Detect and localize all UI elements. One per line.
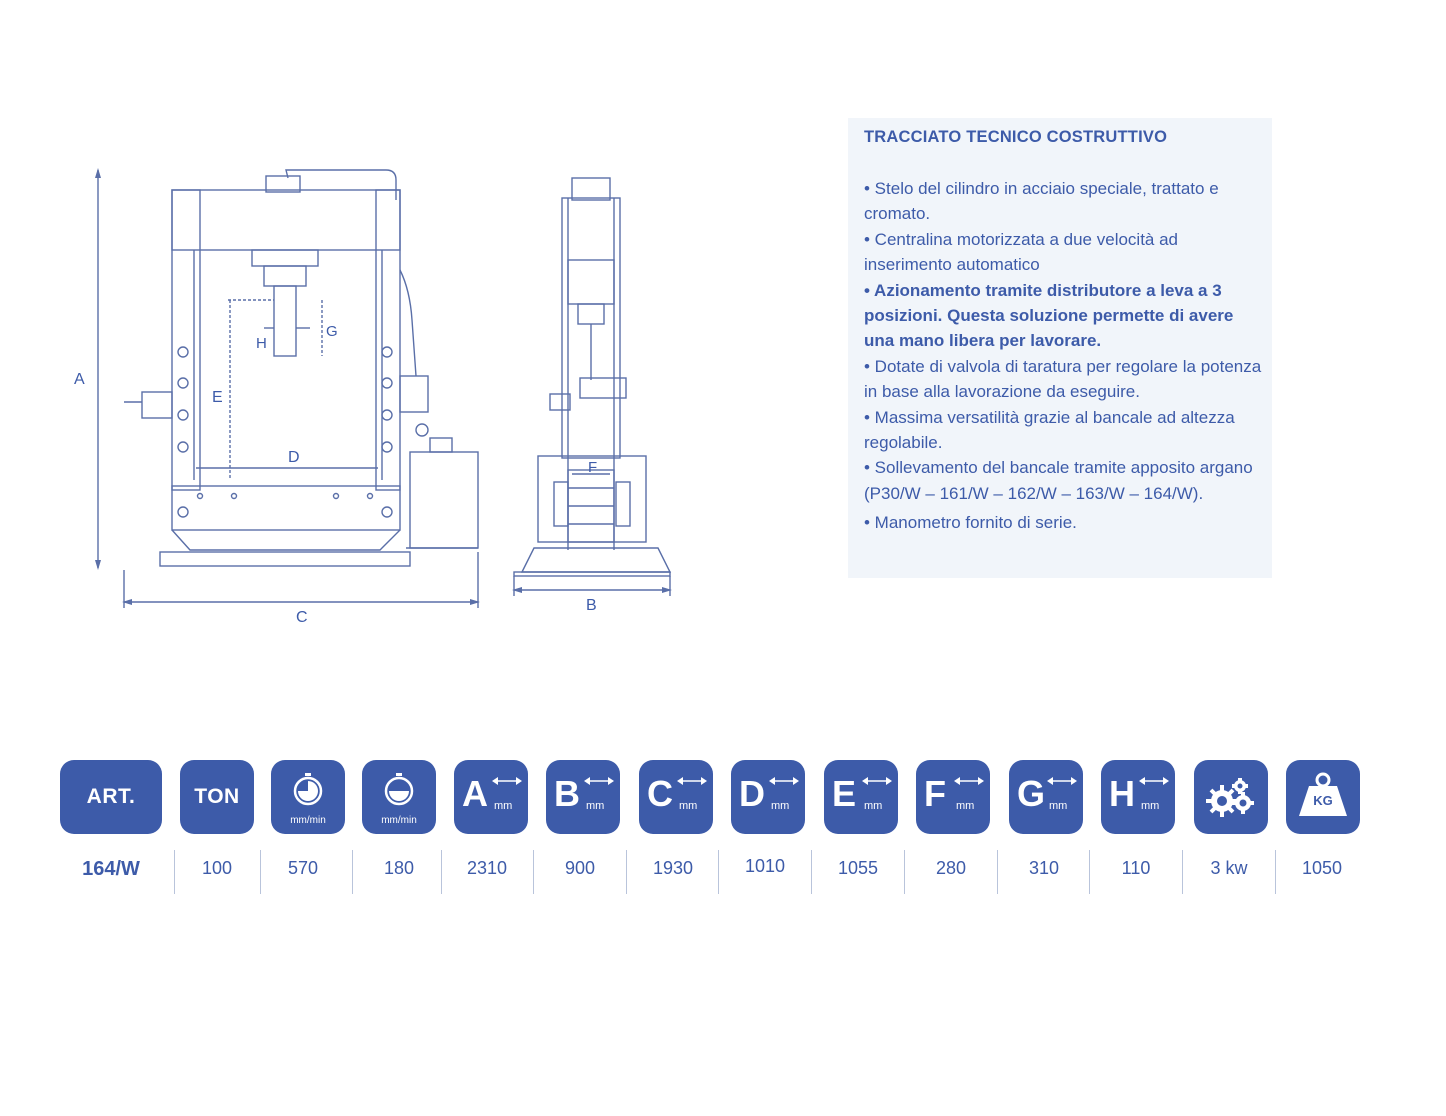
value-power: 3 kw <box>1210 858 1248 878</box>
header-dim-B: B mm <box>546 760 620 834</box>
label-H: H <box>256 335 267 352</box>
dim-letter: A <box>462 773 488 814</box>
weight-icon: KG <box>1286 760 1360 834</box>
dim-letter: B <box>554 773 580 814</box>
spec-item: • Centralina motorizzata a due velocità … <box>864 229 1179 275</box>
double-arrow-icon <box>862 777 892 785</box>
label-B: B <box>586 597 597 614</box>
technical-drawing: A E H G D <box>60 150 700 630</box>
dim-letter: G <box>1017 773 1046 814</box>
speed-unit: mm/min <box>381 815 417 826</box>
speed-unit: mm/min <box>290 815 326 826</box>
spec-item: • Azionamento tramite distributore a lev… <box>864 280 1234 351</box>
header-dim-E: E mm <box>824 760 898 834</box>
label-F: F <box>588 459 597 476</box>
value-speed-slow: 180 <box>383 858 415 878</box>
header-dim-G: G mm <box>1009 760 1083 834</box>
double-arrow-icon <box>1047 777 1077 785</box>
value-E: 1055 <box>837 858 879 878</box>
header-dim-D: D mm <box>731 760 805 834</box>
dim-unit: mm <box>494 800 513 812</box>
spec-title: TRACCIATO TECNICO COSTRUTTIVO <box>864 128 1168 146</box>
value-H: 110 <box>1121 858 1151 878</box>
divider <box>174 850 175 894</box>
label-D: D <box>288 449 300 466</box>
header-ton-label: TON <box>194 785 240 808</box>
divider <box>260 850 261 894</box>
value-speed-fast: 570 <box>287 858 319 878</box>
dim-unit: mm <box>956 800 975 812</box>
dim-unit: mm <box>586 800 605 812</box>
header-art-label: ART. <box>86 785 136 808</box>
header-dim-A: A mm <box>454 760 528 834</box>
spec-item: • Stelo del cilindro in acciaio speciale… <box>864 179 1219 224</box>
header-ton: TON <box>180 760 254 834</box>
divider <box>904 850 905 894</box>
label-E: E <box>212 389 223 406</box>
spec-item: • Manometro fornito di serie. <box>864 513 1077 533</box>
dim-unit: mm <box>1141 800 1160 812</box>
spec-header-row: ART. TON mm/min mm/min A mm B mm C mm D <box>60 760 1370 834</box>
divider <box>533 850 534 894</box>
spec-list: • Stelo del cilindro in acciaio speciale… <box>864 176 1264 536</box>
stopwatch-fast-icon: mm/min <box>271 760 345 834</box>
value-G: 310 <box>1028 858 1060 878</box>
technical-spec-panel: TRACCIATO TECNICO COSTRUTTIVO • Stelo de… <box>848 118 1272 578</box>
label-A: A <box>74 371 85 388</box>
stopwatch-slow-icon: mm/min <box>362 760 436 834</box>
header-dim-F: F mm <box>916 760 990 834</box>
dim-letter: H <box>1109 773 1135 814</box>
spec-item: • Dotate di valvola di taratura per rego… <box>864 356 1262 402</box>
dim-unit: mm <box>771 800 790 812</box>
divider <box>352 850 353 894</box>
value-C: 1930 <box>652 858 694 878</box>
divider <box>997 850 998 894</box>
divider <box>626 850 627 894</box>
dim-unit: mm <box>679 800 698 812</box>
double-arrow-icon <box>677 777 707 785</box>
double-arrow-icon <box>954 777 984 785</box>
divider <box>718 850 719 894</box>
dim-letter: F <box>924 773 946 814</box>
header-art: ART. <box>60 760 162 834</box>
dim-letter: D <box>739 773 765 814</box>
dim-letter: E <box>832 773 857 814</box>
spec-item: • Massima versatilità grazie al bancale … <box>864 407 1235 453</box>
spec-values-row: 164/W 100 570 180 2310 900 1930 1010 105… <box>60 848 1370 896</box>
divider <box>1182 850 1183 894</box>
value-D: 1010 <box>744 856 786 876</box>
double-arrow-icon <box>1139 777 1169 785</box>
value-weight: 1050 <box>1301 858 1343 878</box>
gears-icon <box>1194 760 1268 834</box>
value-F: 280 <box>935 858 967 878</box>
value-B: 900 <box>564 858 596 878</box>
header-dim-H: H mm <box>1101 760 1175 834</box>
header-dim-C: C mm <box>639 760 713 834</box>
double-arrow-icon <box>584 777 614 785</box>
divider <box>1275 850 1276 894</box>
double-arrow-icon <box>769 777 799 785</box>
label-G: G <box>326 323 338 340</box>
value-art: 164/W <box>82 858 140 880</box>
dim-unit: mm <box>1049 800 1068 812</box>
label-C: C <box>296 609 308 626</box>
divider <box>441 850 442 894</box>
divider <box>1089 850 1090 894</box>
weight-label: KG <box>1313 793 1333 808</box>
value-ton: 100 <box>201 858 233 878</box>
double-arrow-icon <box>492 777 522 785</box>
dim-unit: mm <box>864 800 883 812</box>
value-A: 2310 <box>466 858 508 878</box>
dim-letter: C <box>647 773 673 814</box>
divider <box>811 850 812 894</box>
spec-item: • Sollevamento del bancale tramite appos… <box>864 458 1253 503</box>
